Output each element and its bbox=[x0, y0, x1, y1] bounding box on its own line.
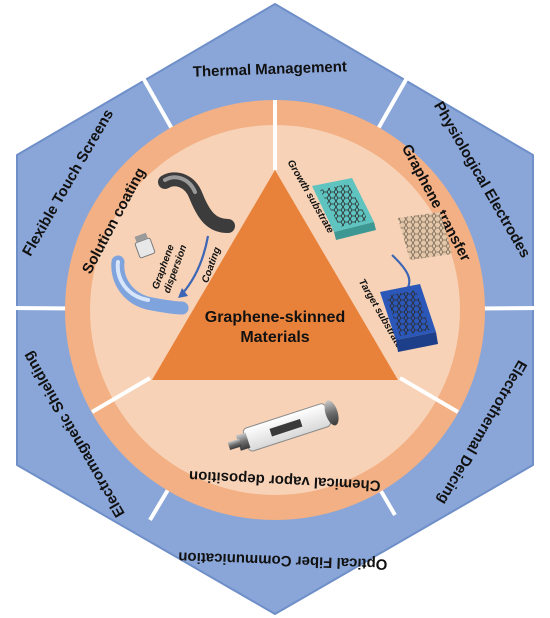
target-substrate-icon bbox=[380, 284, 438, 352]
coating-arrowhead-icon bbox=[178, 288, 188, 298]
coating-arrow-icon bbox=[181, 235, 210, 295]
center-title-line2: Materials bbox=[240, 329, 309, 346]
growth-substrate-icon bbox=[312, 178, 376, 240]
label-thermal-management: Thermal Management bbox=[192, 58, 347, 80]
coated-fiber-icon bbox=[111, 255, 189, 315]
fiber-icon bbox=[158, 172, 235, 233]
graphene-lattice-icon bbox=[398, 212, 452, 260]
center-triangle bbox=[152, 170, 398, 380]
method-dividers bbox=[90, 100, 460, 414]
vial-icon bbox=[134, 232, 156, 259]
center-title-line1: Graphene-skinned bbox=[205, 309, 345, 326]
cvd-tube-icon bbox=[227, 400, 339, 452]
